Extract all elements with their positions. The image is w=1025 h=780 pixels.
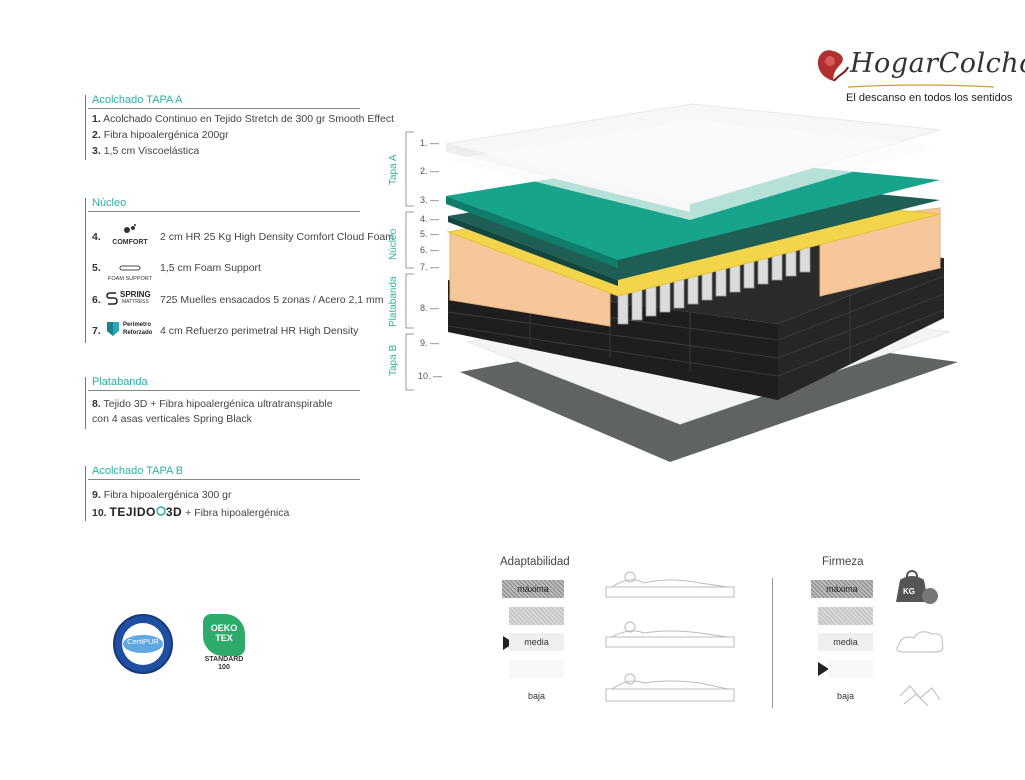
- scale-divider: [772, 578, 773, 708]
- layer-number-5: 5. —: [420, 229, 440, 239]
- firmeza-level-maxima: máxima: [811, 580, 873, 598]
- foam-icon: [119, 265, 141, 271]
- layer-number-6: 6. —: [420, 245, 440, 255]
- layer-number-7: 7. —: [420, 262, 440, 272]
- firmeza-selected-arrow-icon: [818, 662, 829, 676]
- section-title-tapa-a: Acolchado TAPA A: [92, 94, 183, 106]
- sleeper-sketches-icon: [605, 571, 735, 702]
- section-title-tapa-b: Acolchado TAPA B: [92, 465, 184, 477]
- divider: [88, 479, 360, 480]
- brand-name: HogarColchón: [850, 48, 1025, 79]
- spec-item-5: 1,5 cm Foam Support: [160, 262, 261, 274]
- group-label-platabanda: Platabanda: [388, 276, 399, 327]
- brand-underline-icon: [847, 84, 995, 88]
- adaptabilidad-selected-arrow-icon: [503, 636, 514, 650]
- spec-item-8-cont: con 4 asas verticales Spring Black: [92, 413, 252, 425]
- divider: [85, 466, 86, 521]
- spec-number-6: 6.: [92, 294, 101, 306]
- layer-number-4: 4. —: [420, 214, 440, 224]
- firmeza-kg-label: KG: [903, 587, 915, 596]
- group-label-tapa-b: Tapa B: [388, 344, 399, 376]
- layer-bracket-lines: [405, 131, 414, 391]
- firmeza-level-4: [828, 660, 873, 678]
- adaptabilidad-level-maxima: máxima: [502, 580, 564, 598]
- spec-number-7: 7.: [92, 325, 101, 337]
- firmeza-level-media: media: [818, 633, 873, 651]
- adaptabilidad-title: Adaptabilidad: [500, 556, 570, 568]
- layer-number-8: 8. —: [420, 303, 440, 313]
- comfort-dots-icon: [124, 224, 136, 233]
- spec-item-3: 3. 1,5 cm Viscoelástica: [92, 145, 200, 157]
- foam-support-badge: FOAM SUPPORT: [104, 257, 156, 282]
- layer-number-2: 2. —: [420, 166, 440, 176]
- certipur-badge-icon: [113, 614, 173, 674]
- adaptabilidad-level-baja: baja: [527, 691, 545, 701]
- layer-number-9: 9. —: [420, 338, 440, 348]
- adaptabilidad-level-4: [509, 660, 564, 678]
- layer-number-1: 1. —: [420, 138, 440, 148]
- divider: [85, 95, 86, 160]
- spec-number-5: 5.: [92, 262, 101, 274]
- firmeza-title: Firmeza: [822, 556, 864, 568]
- brand-tagline: El descanso en todos los sentidos: [846, 92, 1013, 104]
- divider: [85, 377, 86, 429]
- layer-number-10: 10. —: [418, 371, 443, 381]
- section-title-platabanda: Platabanda: [92, 376, 148, 388]
- mattress-exploded-illustration: [445, 103, 958, 462]
- spec-item-7: 4 cm Refuerzo perimetral HR High Density: [160, 325, 359, 337]
- shield-icon: [107, 322, 119, 336]
- brand-logo-icon: [817, 50, 849, 82]
- spec-item-2: 2. Fibra hipoalergénica 200gr: [92, 129, 229, 141]
- layer-number-3: 3. —: [420, 195, 440, 205]
- spec-item-9: 9. Fibra hipoalergénica 300 gr: [92, 489, 232, 501]
- divider: [88, 211, 360, 212]
- firmeza-icons: [896, 570, 944, 707]
- spec-item-1: 1. Acolchado Continuo en Tejido Stretch …: [92, 113, 394, 125]
- comfort-badge: COMFORT: [108, 220, 152, 246]
- spec-item-6: 725 Muelles ensacados 5 zonas / Acero 2,…: [160, 294, 384, 306]
- section-title-nucleo: Núcleo: [92, 197, 127, 209]
- group-label-nucleo: Núcleo: [388, 228, 399, 260]
- divider: [88, 108, 360, 109]
- certipur-label: CertiPUR: [127, 637, 159, 646]
- divider: [85, 198, 86, 343]
- tejido-3d-icon: [156, 506, 166, 516]
- divider: [88, 390, 360, 391]
- spring-s-icon: [106, 292, 118, 305]
- firmeza-level-2: [818, 607, 873, 625]
- spec-item-4: 2 cm HR 25 Kg High Density Comfort Cloud…: [160, 231, 394, 243]
- group-label-tapa-a: Tapa A: [388, 154, 399, 185]
- firmeza-level-baja: baja: [836, 691, 854, 701]
- spec-number-4: 4.: [92, 231, 101, 243]
- spec-item-8: 8. Tejido 3D + Fibra hipoalergénica ultr…: [92, 398, 333, 410]
- adaptabilidad-level-2: [509, 607, 564, 625]
- adaptabilidad-level-media: media: [509, 633, 564, 651]
